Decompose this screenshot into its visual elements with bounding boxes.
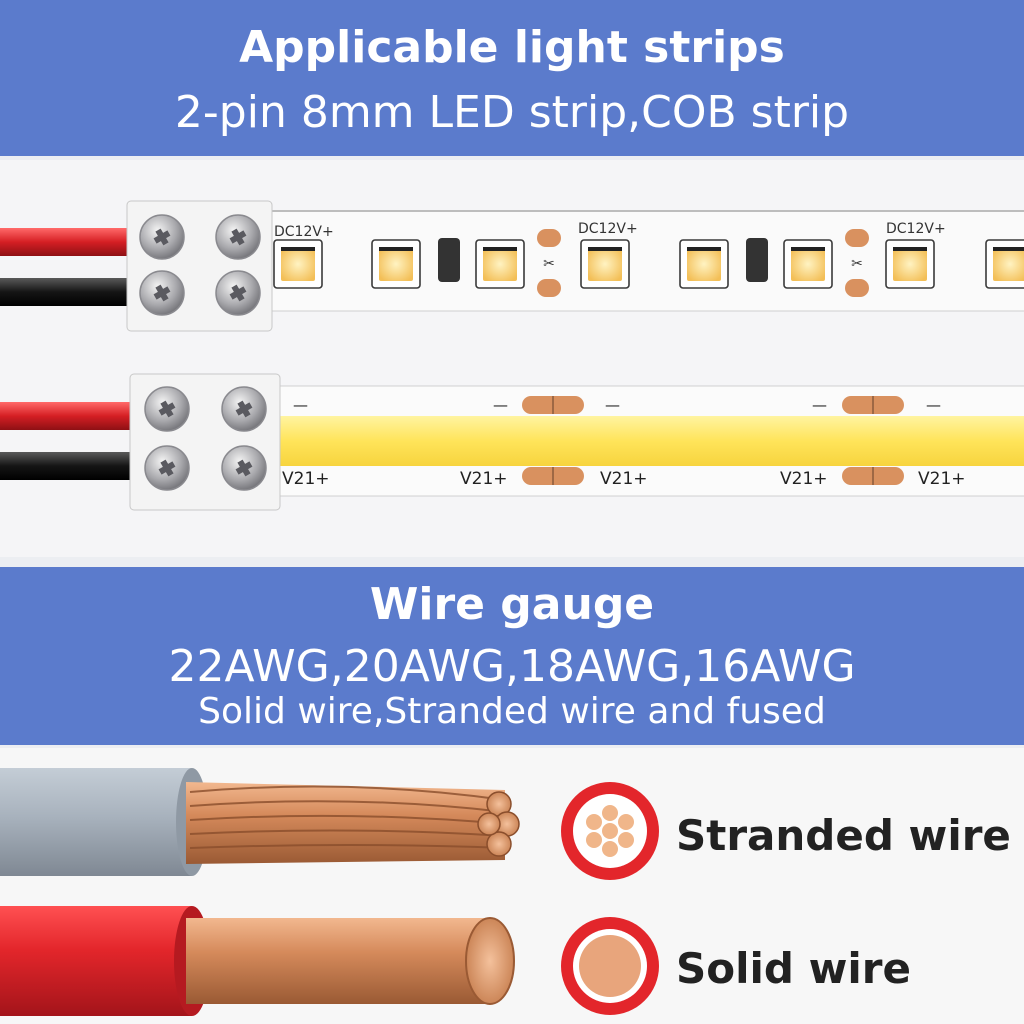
gauge-sizes: 22AWG,20AWG,18AWG,16AWG [168, 641, 856, 692]
plus-marking: V21+ [282, 469, 330, 489]
led-chip [885, 239, 935, 289]
cut-mark-icon: ✂ [851, 256, 863, 272]
red-wire [0, 402, 140, 430]
screw-terminal-connector [129, 373, 281, 511]
solder-pad [537, 279, 561, 297]
minus-marking: — [493, 396, 508, 414]
cob-strip: — — — — — V21+ V21+ V21+ V21+ V21+ [269, 385, 1024, 497]
solder-pad [845, 279, 869, 297]
solder-pad [537, 229, 561, 247]
wire-illustration-panel: Stranded wire Solid wire [0, 748, 1024, 1024]
led-chip [580, 239, 630, 289]
solid-wire-label: Solid wire [676, 944, 911, 993]
solid-wire-icon [561, 917, 659, 1015]
led-chip [985, 239, 1024, 289]
screw-terminal-connector [126, 200, 273, 332]
gauge-wire-types: Solid wire,Stranded wire and fused [198, 691, 826, 732]
black-wire [0, 452, 140, 480]
screw-icon [144, 386, 190, 432]
strip-marking: DC12V+ [274, 224, 334, 240]
screw-icon [221, 445, 267, 491]
stranded-wire-illustration [0, 768, 520, 876]
wire-gauge-banner: Wire gauge 22AWG,20AWG,18AWG,16AWG Solid… [0, 567, 1024, 745]
screw-icon [221, 386, 267, 432]
strip-marking: DC12V+ [578, 221, 638, 237]
resistor [746, 238, 768, 282]
black-wire [0, 278, 140, 306]
minus-marking: — [605, 396, 620, 414]
minus-marking: — [293, 396, 308, 414]
stranded-wire-label: Stranded wire [676, 811, 1011, 860]
cut-mark-icon: ✂ [543, 256, 555, 272]
screw-icon [139, 214, 185, 260]
connector-2-wires [0, 402, 140, 480]
connector-1-wires [0, 228, 140, 306]
screw-icon [144, 445, 190, 491]
led-chip [679, 239, 729, 289]
plus-marking: V21+ [600, 469, 648, 489]
solid-wire-illustration [0, 906, 515, 1016]
banner-title: Applicable light strips [239, 22, 785, 73]
strip-illustration-panel: ✂ ✂ DC12V+ DC12V+ DC12V+ [0, 160, 1024, 557]
screw-icon [139, 270, 185, 316]
solder-pad [845, 229, 869, 247]
red-wire [0, 228, 140, 256]
gauge-title: Wire gauge [369, 579, 655, 630]
banner-subtitle: 2-pin 8mm LED strip,COB strip [174, 87, 850, 138]
wire-illustration [0, 768, 659, 1016]
screw-icon [215, 214, 261, 260]
led-chip [783, 239, 833, 289]
strip-illustration: ✂ ✂ DC12V+ DC12V+ DC12V+ [0, 200, 1024, 511]
applicable-strips-banner: Applicable light strips 2-pin 8mm LED st… [0, 0, 1024, 156]
minus-marking: — [812, 396, 827, 414]
led-strip: ✂ ✂ DC12V+ DC12V+ DC12V+ [249, 210, 1024, 312]
strip-marking: DC12V+ [886, 221, 946, 237]
led-chip [475, 239, 525, 289]
led-chip [371, 239, 421, 289]
stranded-wire-icon [561, 782, 659, 880]
plus-marking: V21+ [460, 469, 508, 489]
plus-marking: V21+ [780, 469, 828, 489]
minus-marking: — [926, 396, 941, 414]
plus-marking: V21+ [918, 469, 966, 489]
led-chip [273, 239, 323, 289]
screw-icon [215, 270, 261, 316]
resistor [438, 238, 460, 282]
